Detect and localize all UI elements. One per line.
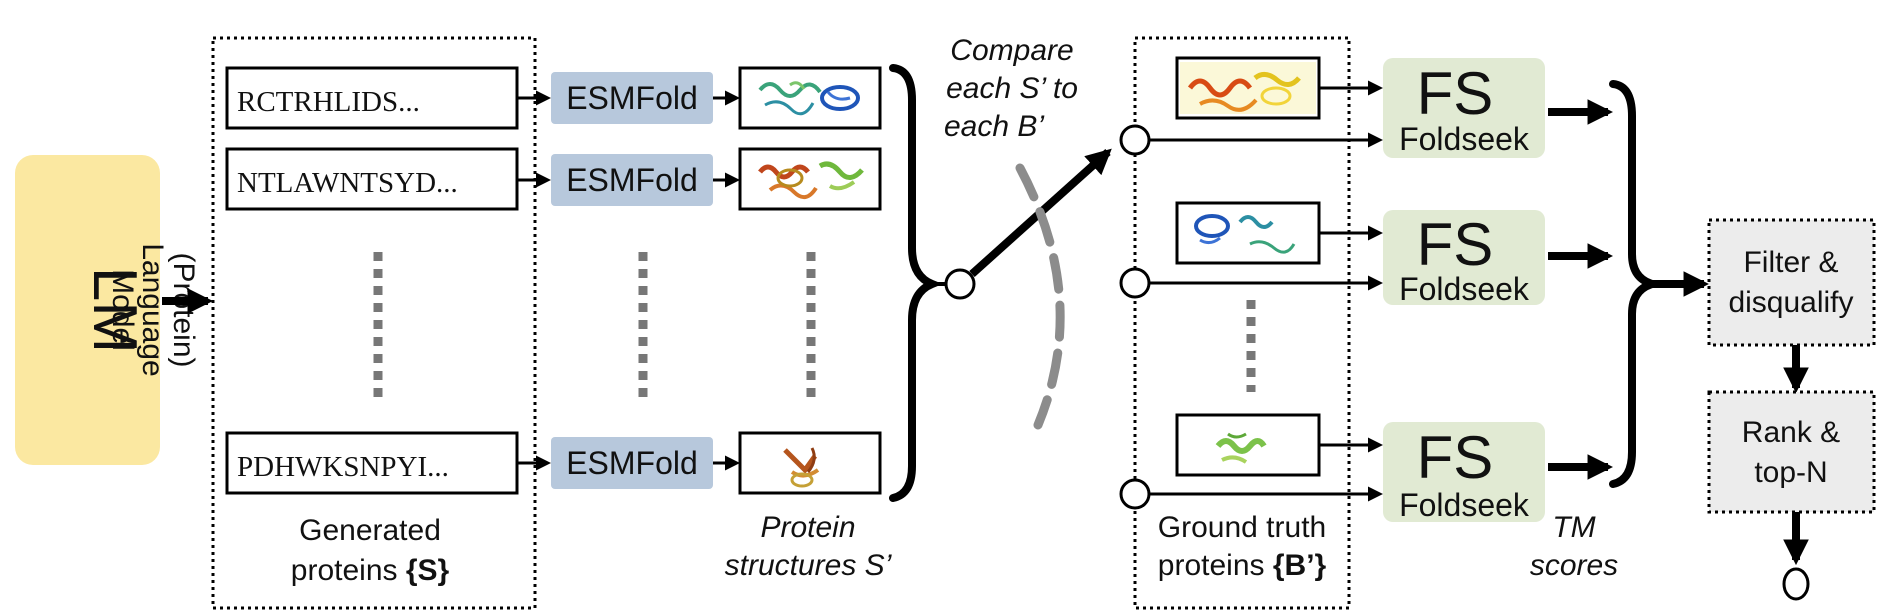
input-node-1 <box>1119 124 1151 156</box>
filter-disqualify-node: Filter & disqualify <box>1707 218 1876 347</box>
compare-caption-line2: each S’ to <box>946 72 1078 105</box>
generated-caption-line2: proteins {S} <box>291 554 450 587</box>
predicted-structure-2 <box>738 147 882 211</box>
foldseek-node-1: FS Foldseek <box>1383 58 1545 158</box>
sequence-box-3 <box>225 431 519 495</box>
sequence-text-3: PDHWKSNPYI... <box>237 451 449 483</box>
generated-caption-prefix: proteins <box>291 554 406 587</box>
foldseek-abbr-3: FS <box>1417 424 1494 491</box>
ground-truth-structure-2 <box>1175 201 1321 265</box>
ground-truth-caption-line2: proteins {B’} <box>1158 549 1327 582</box>
lm-subtitle-line1: (Protein) <box>167 252 200 367</box>
esmfold-label-2: ESMFold <box>566 162 698 198</box>
ground-truth-caption-prefix: proteins <box>1158 549 1273 582</box>
generated-caption-line1: Generated <box>299 514 441 547</box>
rank-topn-node: Rank & top-N <box>1707 390 1876 514</box>
switch-node-icon <box>944 268 976 300</box>
compare-caption-line1: Compare <box>950 34 1073 67</box>
ground-truth-caption-line1: Ground truth <box>1158 511 1326 544</box>
compare-caption-line3: each B’ <box>944 110 1045 143</box>
foldseek-node-2: FS Foldseek <box>1383 210 1545 307</box>
protein-structure-icon <box>758 81 860 116</box>
lm-box <box>15 155 160 465</box>
structures-brace-icon <box>889 64 943 502</box>
tm-caption-line1: TM <box>1552 511 1595 544</box>
protein-structure-icon <box>1194 214 1296 254</box>
output-terminal-icon <box>1782 567 1810 601</box>
ground-truth-structure-1 <box>1175 56 1321 120</box>
lm-title: LM <box>80 267 149 353</box>
foldseek-name-2: Foldseek <box>1399 271 1530 307</box>
predicted-structure-3 <box>738 431 882 495</box>
foldseek-abbr-1: FS <box>1417 60 1494 127</box>
structures-caption-line1: Protein <box>760 511 855 544</box>
rank-line2: top-N <box>1754 456 1827 489</box>
ground-truth-structure-3 <box>1175 413 1321 477</box>
protein-structure-icon <box>1180 62 1316 114</box>
sequence-text-1: RCTRHLIDS... <box>237 86 420 118</box>
filter-line2: disqualify <box>1728 286 1853 319</box>
sequence-box-2 <box>225 147 519 211</box>
esmfold-label-1: ESMFold <box>566 80 698 116</box>
esmfold-node-3: ESMFold <box>551 437 713 489</box>
language-model-block: LM (Protein) Language Model <box>15 155 200 465</box>
foldseek-name-1: Foldseek <box>1399 121 1530 157</box>
protein-structure-icon <box>783 447 820 488</box>
generated-set-symbol: {S} <box>406 554 450 587</box>
structures-caption-line2: structures S’ <box>725 549 893 582</box>
esmfold-node-2: ESMFold <box>551 154 713 206</box>
foldseek-node-3: FS Foldseek <box>1383 422 1545 523</box>
lm-subtitle-line3: Model <box>106 269 139 351</box>
input-node-2 <box>1119 267 1151 299</box>
rotation-arc-icon <box>1015 163 1065 430</box>
protein-structure-icon <box>758 161 864 200</box>
rank-line1: Rank & <box>1742 416 1840 449</box>
foldseek-name-3: Foldseek <box>1399 487 1530 523</box>
protein-structure-icon <box>1215 432 1267 464</box>
lm-subtitle-line2: Language <box>136 243 169 376</box>
predicted-structure-1 <box>738 66 882 130</box>
esmfold-node-1: ESMFold <box>551 72 713 124</box>
input-node-3 <box>1119 478 1151 510</box>
tm-caption-line2: scores <box>1530 549 1618 582</box>
generated-proteins-container <box>211 36 537 610</box>
ground-truth-container <box>1133 36 1351 610</box>
foldseek-abbr-2: FS <box>1417 211 1494 278</box>
filter-line1: Filter & <box>1743 246 1838 279</box>
ground-truth-set-symbol: {B’} <box>1273 549 1327 582</box>
sequence-text-2: NTLAWNTSYD... <box>237 167 458 199</box>
scores-brace-icon <box>1609 80 1666 488</box>
esmfold-label-3: ESMFold <box>566 445 698 481</box>
